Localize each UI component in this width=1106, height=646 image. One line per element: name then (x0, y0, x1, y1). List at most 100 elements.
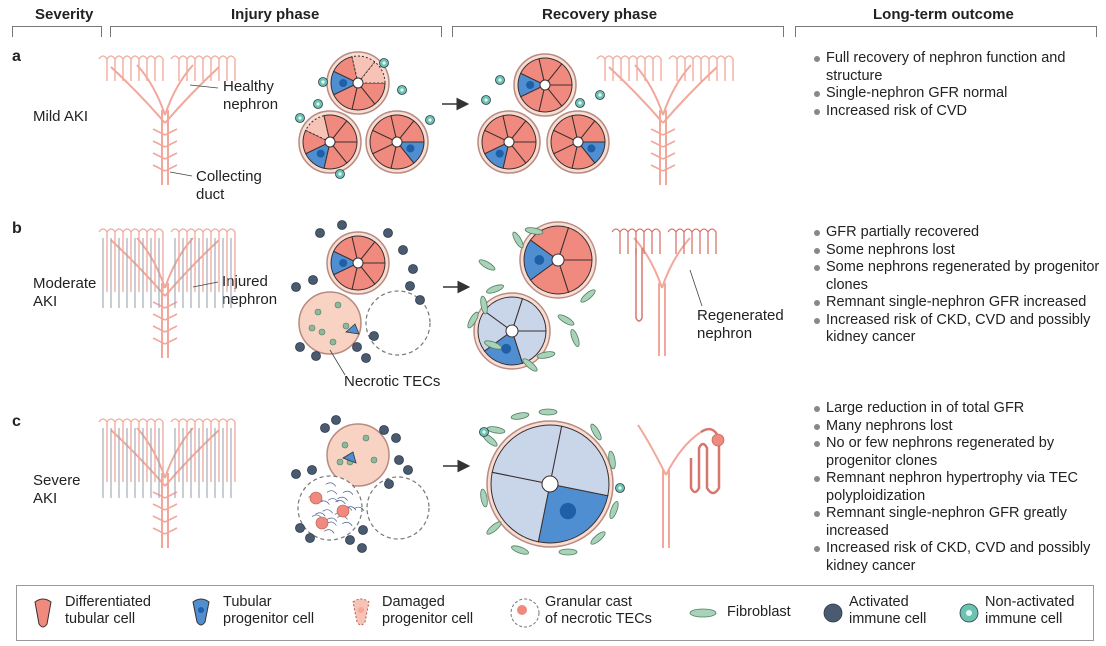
necrotic-cell (336, 504, 350, 518)
fibroblast (558, 548, 578, 556)
outcome-item: Large reduction in of total GFR (812, 400, 1102, 418)
differentiated-cell-icon (34, 598, 52, 628)
callout-regenerated-nephron: Regenerated nephron (697, 307, 784, 342)
injured-nephron-tree (98, 228, 236, 358)
tubule-mild-a1 (326, 51, 390, 115)
outcome-item: Many nephrons lost (812, 418, 1102, 436)
tubule-mild-r2 (477, 110, 541, 174)
granular-cast-icon (510, 598, 540, 628)
activated-immune-cell (295, 342, 305, 352)
fibroblast (512, 231, 524, 249)
legend-label-granular-cast: Granular cast of necrotic TECs (545, 594, 652, 627)
activated-immune-cell (361, 353, 371, 363)
outcome-item: Increased risk of CKD, CVD and possibly … (812, 540, 1102, 575)
activated-immune-cell (337, 220, 347, 230)
fibroblast (590, 531, 606, 545)
severely-injured-nephron-tree (98, 418, 236, 548)
activated-immune-cell (352, 342, 362, 352)
progenitor-nucleus (316, 149, 325, 158)
activated-immune-cell (311, 351, 321, 361)
callout-injured-nephron: Injured nephron (222, 273, 278, 308)
progenitor-nucleus (587, 144, 596, 153)
activated-immune-cell (398, 245, 408, 255)
outcome-list-mild: Full recovery of nephron function and st… (812, 50, 1102, 120)
outcome-list-severe: Large reduction in of total GFR Many nep… (812, 400, 1102, 575)
outcome-item: Remnant single-nephron GFR greatly incre… (812, 505, 1102, 540)
necrotic-cell (315, 516, 329, 530)
fibroblast (511, 545, 529, 555)
fibroblast (570, 329, 580, 347)
tubule-mild-r3 (546, 110, 610, 174)
outcome-item: Increased risk of CKD, CVD and possibly … (812, 312, 1102, 347)
activated-immune-icon (823, 603, 843, 623)
progenitor-cell (345, 323, 360, 335)
legend-label-activated-immune: Activated immune cell (849, 594, 927, 627)
header-severity: Severity (35, 6, 94, 23)
tubule-lumen (551, 253, 565, 267)
activated-immune-cell (320, 423, 330, 433)
bracket-recovery (452, 26, 784, 37)
outcome-item: Some nephrons lost (812, 242, 1102, 260)
fibroblast (590, 423, 602, 441)
necrotic-cell (309, 491, 323, 505)
fibroblast (486, 284, 504, 294)
fibroblast (480, 488, 488, 508)
fibroblast (536, 351, 556, 359)
header-long-term-outcome: Long-term outcome (873, 6, 1014, 23)
outcome-item: Remnant nephron hypertrophy via TEC poly… (812, 470, 1102, 505)
tubule-cell (360, 241, 386, 264)
legend-label-progenitor: Tubular progenitor cell (223, 594, 315, 627)
hypertrophic-nephron-tree (637, 424, 725, 548)
tubule-cell (332, 120, 358, 143)
legend: Differentiated tubular cell Tubular prog… (16, 585, 1094, 641)
legend-label-damaged: Damaged progenitor cell (382, 594, 474, 627)
progenitor-cell (342, 451, 357, 464)
necrotic-debris (341, 441, 349, 449)
fibroblast (608, 450, 616, 470)
legend-label-nonactivated-immune: Non-activated immune cell (985, 594, 1075, 627)
activated-immune-cell (379, 425, 389, 435)
tubule-hypertrophic-c (486, 420, 614, 548)
outcome-item: Full recovery of nephron function and st… (812, 50, 1102, 85)
row-c-label: Severe AKI (33, 472, 81, 507)
activated-immune-cell (369, 331, 379, 341)
activated-immune-cell (308, 275, 318, 285)
lost-tubule-outline (365, 290, 431, 356)
activated-immune-cell (307, 465, 317, 475)
tubule-hypertrophic-b (473, 292, 551, 370)
activated-immune-cell (405, 281, 415, 291)
activated-immune-cell (305, 533, 315, 543)
activated-immune-cell (415, 295, 425, 305)
fibroblast (524, 227, 544, 235)
outcome-item: GFR partially recovered (812, 224, 1102, 242)
progenitor-nucleus (339, 258, 348, 268)
tubule-lumen (352, 257, 364, 269)
tubule-lumen (352, 77, 364, 89)
row-a-label: Mild AKI (33, 108, 89, 125)
header-recovery-phase: Recovery phase (542, 6, 658, 23)
necrotic-tubule (298, 291, 362, 355)
tubule-cell (559, 227, 593, 261)
progenitor-nucleus (495, 149, 504, 158)
tubule-cell (491, 424, 563, 483)
necrotic-debris (336, 458, 344, 466)
progenitor-nucleus (559, 502, 577, 520)
progenitor-nucleus (534, 255, 545, 265)
necrotic-debris (329, 338, 337, 346)
necrotic-debris (314, 308, 322, 316)
tubule-mild-a2 (298, 110, 362, 174)
fibroblast (538, 408, 558, 416)
fibroblast (557, 314, 575, 326)
activated-immune-cell (358, 525, 368, 535)
fibroblast-icon (689, 608, 717, 618)
fibroblast (580, 289, 596, 303)
necrotic-debris (308, 324, 316, 332)
tubule-lumen (539, 79, 551, 91)
activated-immune-cell (383, 228, 393, 238)
header-injury-phase: Injury phase (231, 6, 320, 23)
regenerated-nephron-tree (611, 228, 717, 356)
activated-immune-cell (408, 264, 418, 274)
activated-immune-cell (394, 455, 404, 465)
lost-tubule-outline (366, 476, 430, 540)
activated-immune-cell (403, 465, 413, 475)
